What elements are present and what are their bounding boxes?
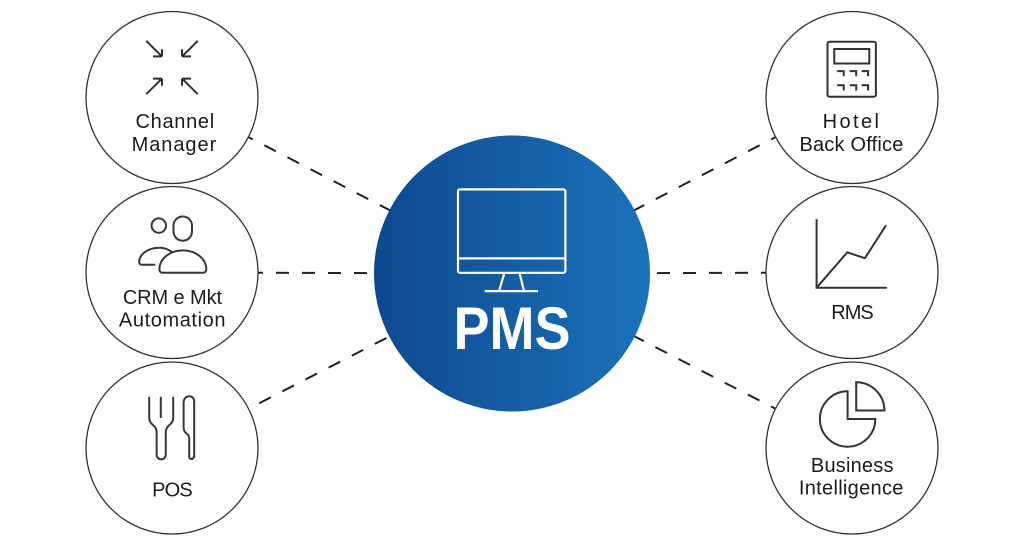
svg-text:Automation: Automation [119, 310, 226, 332]
svg-text:Intelligence: Intelligence [799, 477, 904, 499]
svg-text:Hotel: Hotel [823, 111, 882, 133]
svg-text:Channel: Channel [135, 111, 214, 133]
svg-text:Business: Business [811, 455, 894, 477]
svg-text:Back Office: Back Office [799, 134, 903, 156]
svg-text:PMS: PMS [454, 294, 571, 362]
svg-text:Manager: Manager [132, 134, 218, 156]
svg-text:RMS: RMS [831, 302, 873, 324]
svg-text:CRM e Mkt: CRM e Mkt [123, 287, 223, 309]
svg-text:POS: POS [152, 479, 192, 501]
